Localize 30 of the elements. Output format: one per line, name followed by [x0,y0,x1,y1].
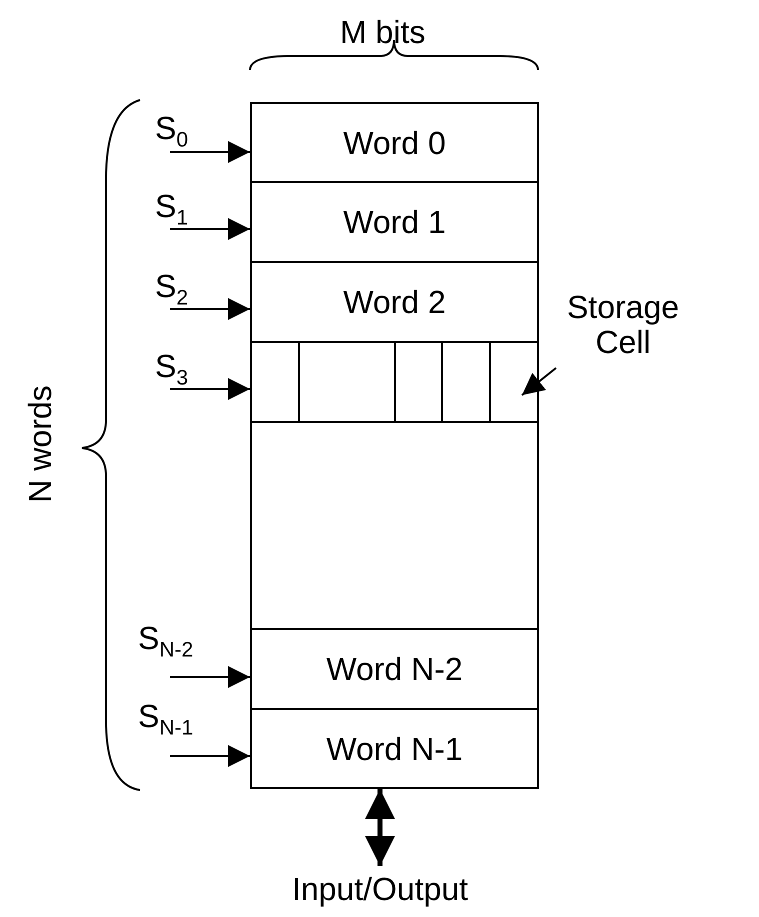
bits-label: M bits [340,16,426,48]
storage-cell [298,341,396,423]
memory-array [250,102,539,789]
storage-cell [441,341,491,423]
signal-label: S$_{2}$ [155,270,188,308]
arrow [170,378,250,400]
double-arrow [365,789,395,866]
signal-label: S$_{1}$ [155,190,188,228]
words-label: N words [24,384,56,505]
storage-cell [250,341,300,423]
signal-label: S$_{3}$ [155,350,188,388]
signal-label: S$_{N-2}$ [138,622,194,660]
arrow [170,666,250,688]
word-label: Word N-2 [326,652,463,688]
signal-label: S$_{N-1}$ [138,700,194,738]
arrow [170,141,250,163]
storage-cell [394,341,443,423]
text-label: Input/Output [292,872,468,908]
arrow [170,745,250,767]
arrow [170,298,250,320]
word-label: Word N-1 [326,732,463,768]
word-row [250,341,539,423]
word-label: Word 1 [343,205,446,241]
signal-label: S$_{0}$ [155,112,188,150]
word-label: Word 0 [343,126,446,162]
text-label: Storage Cell [566,290,680,360]
storage-cell [489,341,539,423]
word-label: Word 2 [343,285,446,321]
leader-line [521,367,557,396]
arrow [170,218,250,240]
